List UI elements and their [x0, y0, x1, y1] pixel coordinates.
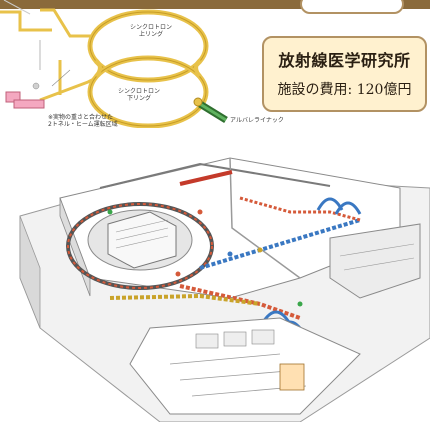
cost-value: 120億円 [356, 82, 412, 98]
cost-label: 施設の費用: [277, 82, 353, 98]
facility-cost: 施設の費用: 120億円 [264, 79, 425, 99]
beam-line-transport [40, 8, 92, 38]
lower-ring-label: シンクロトロン 下リング [118, 88, 161, 102]
facility-caption: 放射線医学研究所 施設の費用: 120億円 [262, 36, 427, 112]
footnote-1: ※実物の重さと合わせた [48, 114, 114, 121]
beam-transport-line [199, 218, 361, 270]
facility-name: 放射線医学研究所 [278, 51, 411, 70]
beam-line-lower [39, 76, 97, 102]
footnote-2: 2トネル・ヒーム運転区域 [48, 121, 118, 128]
top-label-box [300, 0, 404, 14]
beam-line-upper [0, 10, 52, 32]
schematic-drawing [0, 0, 228, 128]
upper-ring-label: シンクロトロン 上リング [130, 24, 173, 38]
synchrotron-schematic: シンクロトロン 上リング シンクロトロン 下リング アルバレライナック ※実物の… [0, 0, 430, 128]
photo-strip [0, 0, 430, 9]
facility-cutaway-diagram [19, 157, 430, 422]
linac-label: アルバレライナック [230, 117, 284, 124]
